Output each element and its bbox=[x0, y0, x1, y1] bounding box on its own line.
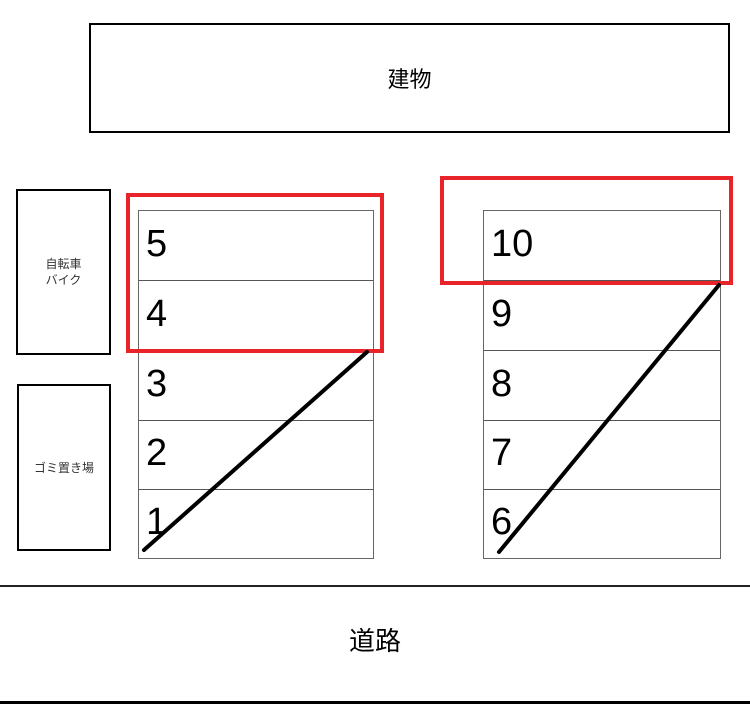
slot-number: 9 bbox=[491, 293, 513, 335]
slot-number: 1 bbox=[146, 501, 168, 543]
slot-number: 2 bbox=[146, 432, 168, 474]
slot-number: 6 bbox=[491, 501, 513, 543]
parking-slot-8[interactable]: 8 bbox=[484, 351, 720, 421]
parking-slot-9[interactable]: 9 bbox=[484, 281, 720, 351]
slot-number: 10 bbox=[491, 223, 534, 265]
slot-number: 7 bbox=[491, 432, 513, 474]
building-box: 建物 bbox=[89, 23, 730, 133]
road-label: 道路 bbox=[348, 627, 401, 657]
parking-slot-7[interactable]: 7 bbox=[484, 420, 720, 490]
bike-area-label-line1: 自転車 bbox=[45, 257, 82, 271]
road-edge-top bbox=[0, 585, 750, 587]
parking-slot-3[interactable]: 3 bbox=[139, 351, 373, 421]
slot-number: 5 bbox=[146, 223, 168, 265]
road-edge-bottom bbox=[0, 701, 750, 704]
trash-area-label: ゴミ置き場 bbox=[33, 460, 94, 475]
bike-area-label-line2: バイク bbox=[45, 273, 82, 287]
bike-parking-area: 自転車 バイク bbox=[16, 189, 111, 355]
highlight-slots-4-5 bbox=[126, 193, 384, 353]
parking-slot-2[interactable]: 2 bbox=[139, 420, 373, 490]
parking-slot-5[interactable]: 5 bbox=[139, 211, 373, 281]
parking-slot-1[interactable]: 1 bbox=[139, 489, 373, 559]
building-label: 建物 bbox=[387, 68, 432, 93]
slot-number: 3 bbox=[146, 363, 168, 405]
slot-number: 4 bbox=[146, 293, 168, 335]
trash-area: ゴミ置き場 bbox=[17, 384, 111, 551]
slot-number: 8 bbox=[491, 363, 513, 405]
parking-slot-10[interactable]: 10 bbox=[484, 211, 720, 281]
parking-slot-6[interactable]: 6 bbox=[484, 489, 720, 559]
highlight-slot-10 bbox=[440, 176, 733, 285]
